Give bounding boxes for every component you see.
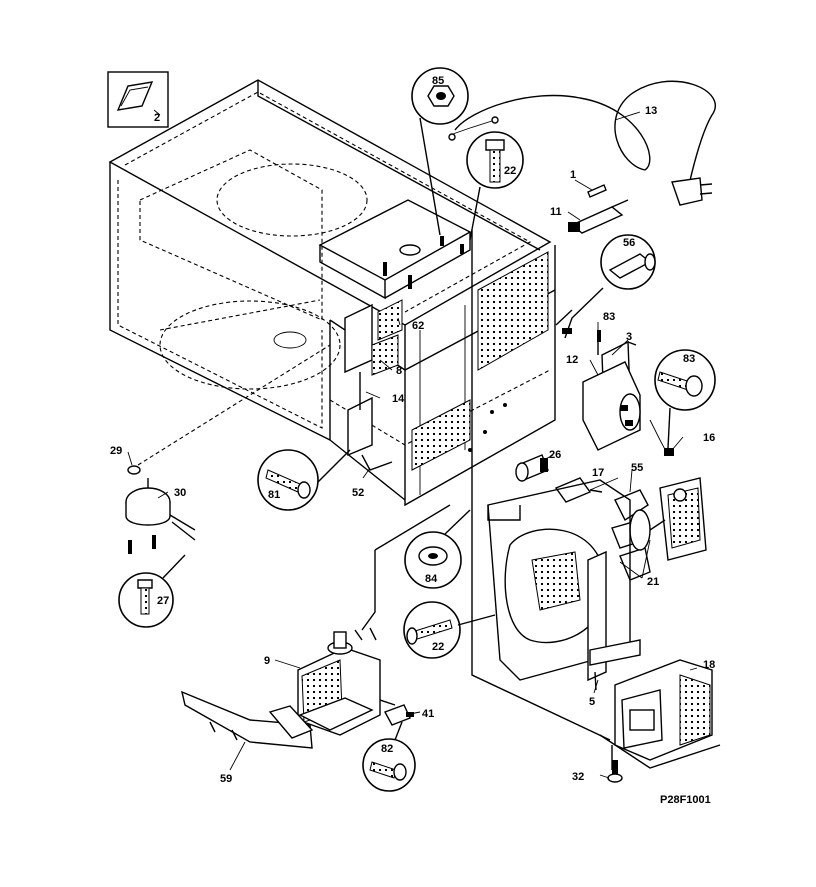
callout-41: 41	[422, 708, 434, 720]
callout-16: 16	[703, 432, 715, 444]
fan-duct	[487, 479, 641, 691]
callout-labels: 2 85 13 22 1 11 56 83 3 83 12 16 26 17 5…	[110, 75, 715, 806]
callout-30: 30	[174, 487, 186, 499]
callout-83-top: 83	[603, 311, 615, 323]
part-85-circle	[411, 67, 469, 236]
callout-22-top: 22	[504, 165, 516, 177]
part-81-circle	[257, 449, 351, 511]
magnetron	[297, 627, 396, 736]
part-22-top-circle	[466, 131, 524, 241]
callout-55: 55	[631, 462, 643, 474]
callout-12: 12	[566, 354, 578, 366]
callout-leaders	[127, 109, 698, 779]
callout-21: 21	[647, 576, 659, 588]
part-82-circle	[362, 721, 416, 792]
capacitor-assembly	[582, 330, 674, 456]
callout-26: 26	[549, 449, 561, 461]
callout-52: 52	[352, 487, 364, 499]
callout-59: 59	[220, 773, 232, 785]
callout-56: 56	[623, 237, 635, 249]
callout-13: 13	[645, 105, 657, 117]
callout-14: 14	[392, 393, 405, 405]
part-22-lower-circle	[403, 601, 496, 659]
cabinet-housing	[108, 79, 556, 507]
callout-85: 85	[432, 75, 444, 87]
callout-17: 17	[592, 467, 604, 479]
lamp-assembly	[515, 454, 603, 503]
callout-81: 81	[268, 489, 280, 501]
callout-32: 32	[572, 771, 584, 783]
drawing-number: P28F1001	[660, 794, 711, 806]
part-84-circle	[404, 509, 471, 589]
callout-2: 2	[154, 112, 160, 124]
part-27-circle	[118, 554, 186, 628]
transformer	[599, 659, 721, 770]
turntable-motor	[125, 344, 331, 554]
callout-82: 82	[381, 743, 393, 755]
callout-11: 11	[550, 206, 562, 218]
callout-22-lower: 22	[432, 641, 444, 653]
assembly-lines	[361, 230, 611, 741]
callout-9: 9	[264, 655, 270, 667]
power-cord	[448, 80, 716, 206]
callout-3: 3	[626, 331, 632, 343]
callout-5: 5	[589, 696, 595, 708]
bracket-59	[181, 690, 314, 749]
part-83-circle	[654, 349, 716, 449]
fan-motor-assembly	[611, 477, 707, 581]
bracket-41	[384, 704, 414, 726]
callout-27: 27	[157, 595, 169, 607]
screw-32	[607, 760, 623, 783]
callout-18: 18	[703, 659, 715, 671]
callout-62: 62	[412, 320, 424, 332]
callout-29: 29	[110, 445, 122, 457]
fuse-and-holder	[568, 184, 629, 234]
part-56-circle	[562, 234, 656, 339]
callout-8: 8	[396, 365, 402, 377]
callout-84: 84	[425, 573, 438, 585]
part-2-box	[107, 71, 169, 128]
callout-1: 1	[570, 169, 576, 181]
callout-83-circle: 83	[683, 353, 695, 365]
